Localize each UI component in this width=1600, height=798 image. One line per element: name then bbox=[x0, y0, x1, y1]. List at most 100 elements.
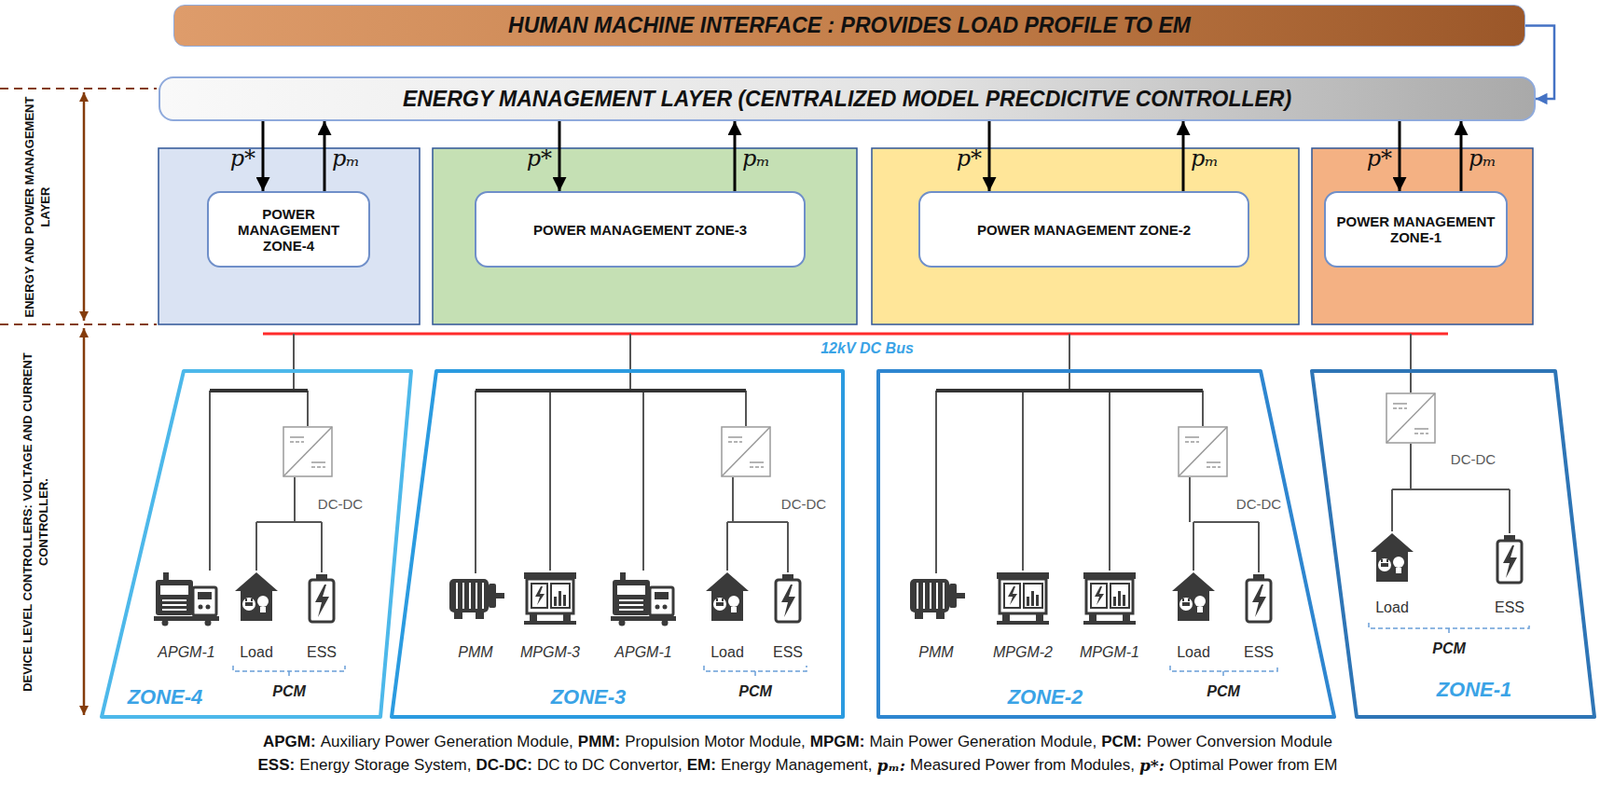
component-label: ESS bbox=[772, 644, 803, 662]
dc-bus-line bbox=[262, 332, 1449, 336]
zone-title: ZONE-2 bbox=[1007, 685, 1084, 710]
zone2-panel bbox=[871, 148, 1299, 325]
caption-key: EM: bbox=[687, 756, 717, 775]
component-label: DC-DC bbox=[781, 496, 827, 512]
connector-arrow bbox=[1460, 121, 1463, 192]
component-label: PMM bbox=[918, 644, 953, 662]
power-management-box: POWER MANAGEMENT ZONE-1 bbox=[1324, 191, 1508, 268]
load-icon bbox=[705, 572, 749, 621]
connector-arrow bbox=[323, 121, 327, 192]
component-label: MPGM-3 bbox=[520, 644, 580, 662]
caption-text: Measured Power from Modules, bbox=[910, 756, 1135, 775]
zone4-panel bbox=[158, 148, 420, 325]
caption-key: PCM: bbox=[1101, 732, 1142, 752]
layer-span-arrow bbox=[82, 92, 86, 321]
ess-icon bbox=[309, 574, 334, 622]
connector-arrow bbox=[733, 121, 737, 192]
zone-border bbox=[101, 371, 412, 718]
mpgm-icon bbox=[524, 572, 577, 625]
component-label: MPGM-2 bbox=[993, 644, 1053, 662]
zone-panel: ZONE-3 bbox=[389, 369, 845, 719]
zone-panels bbox=[158, 148, 1533, 325]
layer-label: DEVICE LEVEL CONTROLLERS: VOLTAGE AND CU… bbox=[19, 326, 52, 718]
load-icon bbox=[234, 572, 278, 621]
edge-label: p* bbox=[526, 145, 552, 172]
zone-outline bbox=[389, 369, 845, 719]
zone-panel: ZONE-4 bbox=[92, 369, 414, 719]
dcdc-icon bbox=[1386, 393, 1435, 443]
pmm-icon bbox=[449, 579, 505, 620]
component-label: ESS bbox=[1494, 599, 1525, 617]
caption-key: PMM: bbox=[578, 732, 621, 752]
component-label: Load bbox=[1375, 599, 1409, 617]
mpgm-icon bbox=[1083, 572, 1136, 625]
caption-key: MPGM: bbox=[810, 732, 866, 752]
apgm-icon bbox=[610, 572, 676, 627]
zone-border bbox=[391, 371, 843, 718]
zone-border bbox=[878, 371, 1335, 718]
caption-text: Main Power Generation Module, bbox=[868, 732, 1097, 752]
group-label: PCM bbox=[1432, 640, 1466, 658]
zone-outline bbox=[1310, 369, 1597, 719]
layer-label: ENERGY AND POWER MANAGEMENT LAYER bbox=[21, 90, 54, 324]
ess-icon bbox=[775, 574, 800, 622]
component-label: APGM-1 bbox=[614, 644, 672, 662]
component-label: ESS bbox=[1243, 644, 1274, 662]
zone3-panel bbox=[432, 148, 857, 325]
connector-arrow bbox=[1182, 121, 1186, 192]
component-label: DC-DC bbox=[1450, 451, 1496, 468]
caption-key: pₘ: bbox=[877, 756, 907, 775]
bus-bars bbox=[209, 388, 1203, 393]
icons bbox=[153, 393, 1522, 627]
pcm-bracket bbox=[1368, 622, 1530, 636]
pcm-bracket bbox=[233, 665, 345, 679]
group-label: PCM bbox=[272, 683, 306, 701]
edge-label: pₘ bbox=[331, 145, 360, 172]
layer-divider bbox=[0, 88, 157, 325]
caption-text: Propulsion Motor Module, bbox=[624, 732, 806, 752]
edge-label: p* bbox=[1366, 145, 1393, 172]
power-management-box: POWER MANAGEMENT ZONE-3 bbox=[474, 191, 806, 268]
load-icon bbox=[1172, 572, 1215, 621]
edge-label: pₘ bbox=[1468, 145, 1497, 172]
caption-text: Auxiliary Power Generation Module, bbox=[320, 732, 574, 752]
edge-label: p* bbox=[230, 145, 256, 172]
zone-panel: ZONE-2 bbox=[876, 369, 1337, 719]
ess-icon bbox=[1497, 535, 1522, 583]
connector-arrow bbox=[988, 121, 992, 192]
box-text: HUMAN MACHINE INTERFACE : PROVIDES LOAD … bbox=[508, 13, 1191, 39]
component-label: PMM bbox=[457, 644, 493, 662]
component-label: ESS bbox=[306, 644, 337, 662]
dcdc-icon bbox=[283, 427, 332, 477]
dcdc-icon bbox=[721, 427, 771, 477]
caption-key: p*: bbox=[1139, 756, 1165, 775]
mpgm-icon bbox=[996, 572, 1049, 625]
zone-bus-bar bbox=[209, 388, 1203, 393]
hmi-band: HUMAN MACHINE INTERFACE : PROVIDES LOAD … bbox=[173, 4, 1526, 47]
connector-arrow bbox=[558, 121, 562, 192]
caption-text: DC to DC Convertor, bbox=[537, 756, 683, 775]
connector-arrow bbox=[262, 121, 265, 192]
zone-panel: ZONE-1 bbox=[1310, 369, 1597, 719]
connector-arrow bbox=[1398, 121, 1402, 192]
caption-line: APGM:Auxiliary Power Generation Module,P… bbox=[0, 732, 1600, 752]
box-text: POWER MANAGEMENT ZONE-4 bbox=[216, 206, 361, 254]
box-text: POWER MANAGEMENT ZONE-1 bbox=[1333, 213, 1499, 246]
caption-key: APGM: bbox=[262, 732, 317, 752]
box-text: POWER MANAGEMENT ZONE-3 bbox=[533, 221, 747, 238]
edge-label: pₘ bbox=[742, 145, 771, 172]
component-label: DC-DC bbox=[317, 496, 363, 512]
caption-text: Energy Storage System, bbox=[299, 756, 471, 775]
power-management-box: POWER MANAGEMENT ZONE-4 bbox=[206, 191, 371, 268]
pcm-brackets bbox=[233, 622, 1530, 679]
edge-label: p* bbox=[956, 145, 982, 172]
energy-management-band: ENERGY MANAGEMENT LAYER (CENTRALIZED MOD… bbox=[158, 76, 1536, 122]
caption-text: Energy Management, bbox=[720, 756, 873, 775]
dcdc-icon bbox=[1178, 427, 1228, 477]
zone-outline bbox=[92, 369, 414, 719]
caption-text: Optimal Power from EM bbox=[1169, 756, 1338, 775]
zone-title: ZONE-3 bbox=[551, 685, 627, 710]
zone-border bbox=[1311, 371, 1595, 718]
